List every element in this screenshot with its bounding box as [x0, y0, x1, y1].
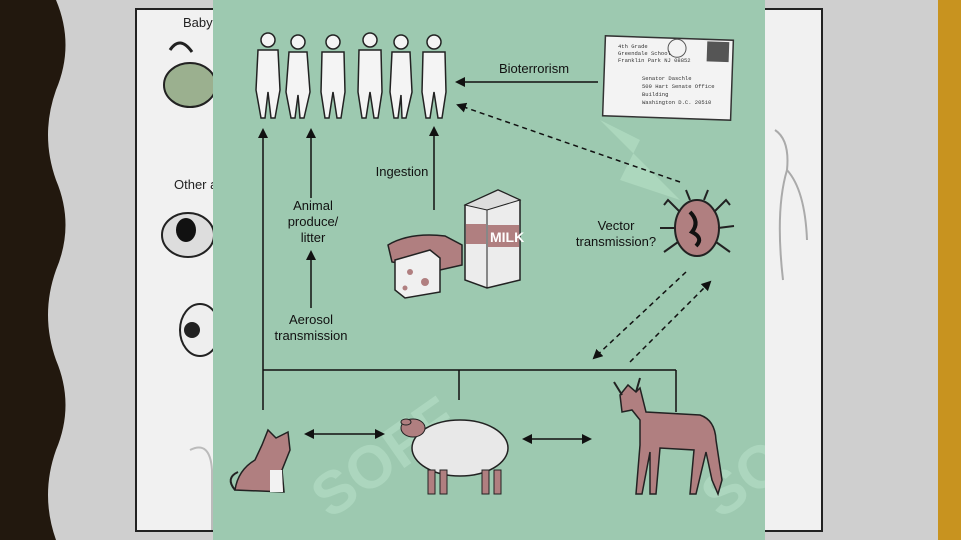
human-figure — [421, 34, 447, 119]
label-bioterrorism: Bioterrorism — [498, 61, 570, 76]
milk-label: MILK — [490, 229, 524, 245]
background-text-other: Other a — [174, 177, 218, 192]
tick-icon — [660, 189, 735, 257]
watermark — [600, 120, 680, 200]
background-human-outline — [774, 129, 808, 281]
human-figures — [255, 32, 447, 119]
label-vector: Vector transmission? — [575, 218, 657, 249]
arrow-vector-to-humans — [456, 102, 681, 183]
background-body-outline — [189, 446, 213, 530]
connectors — [258, 77, 712, 444]
envelope-text-line: Senator Daschle — [642, 75, 692, 82]
label-aerosol: Aerosol transmission — [274, 312, 348, 343]
background-animal-icons — [161, 41, 220, 530]
human-figure — [357, 32, 383, 119]
background-text-baby: Baby — [183, 15, 213, 30]
envelope-text-line: 4th Grade — [618, 43, 648, 50]
left-wavy-border — [0, 0, 66, 540]
human-figure — [389, 34, 413, 119]
line-animals-bus — [263, 369, 677, 412]
human-figure — [320, 34, 346, 119]
cat-icon — [229, 428, 291, 493]
envelope-text-line: Greendale School — [618, 50, 671, 57]
sheep-icon — [400, 418, 509, 495]
goat-icon — [163, 41, 217, 108]
cow-icon — [179, 303, 220, 357]
right-gold-border — [938, 0, 961, 540]
label-ingestion: Ingestion — [375, 164, 429, 179]
human-figure — [285, 34, 311, 119]
envelope-text-line: 509 Hart Senate Office — [642, 83, 715, 90]
arrow-tick-up — [629, 280, 712, 363]
human-figure — [255, 32, 281, 119]
envelope-text-line: Washington D.C. 20510 — [642, 99, 711, 106]
milk-carton-icon: MILK — [463, 189, 524, 289]
label-animal-produce: Animal produce/ litter — [287, 198, 339, 245]
envelope-text-line: Building — [642, 91, 668, 98]
sheep-icon — [161, 212, 215, 258]
deer-icon — [613, 377, 723, 497]
arrow-tick-down — [592, 271, 687, 360]
cheese-icon — [387, 234, 463, 299]
envelope-text-line: Franklin Park NJ 08852 — [618, 57, 691, 64]
